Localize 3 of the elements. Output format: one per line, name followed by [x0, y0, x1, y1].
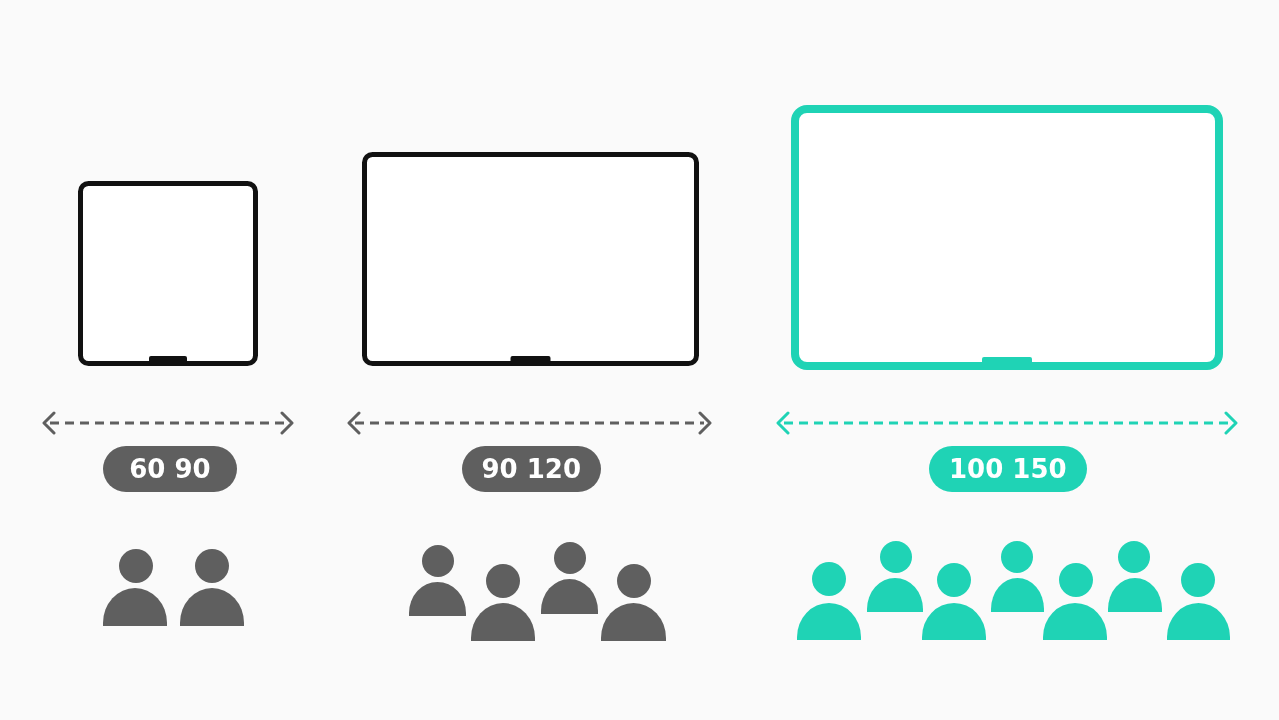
size-badge: 90 120	[461, 446, 601, 492]
size-badge: 60 90	[103, 446, 237, 492]
size-badge: 100 150	[929, 446, 1087, 492]
